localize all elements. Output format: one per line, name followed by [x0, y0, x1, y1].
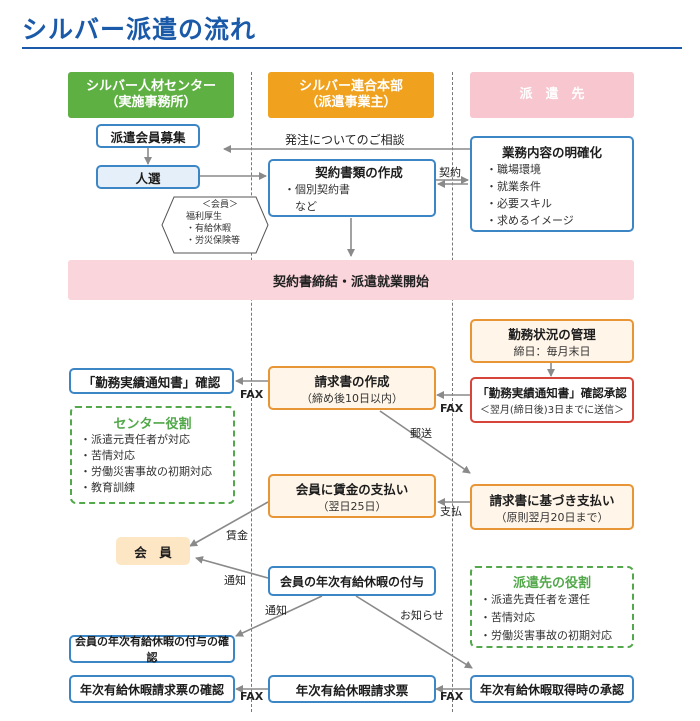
leave-approve-label: 年次有給休暇取得時の承認: [479, 682, 624, 697]
welfare-title: 福利厚生: [186, 212, 223, 222]
leave-request-confirm-box: 年次有給休暇請求票の確認: [69, 675, 235, 703]
wage-payment-box: 会員に賃金の支払い （翌日25日）: [268, 474, 436, 518]
client-role-item: ・苦情対応: [480, 611, 535, 624]
member-label: 会 員: [134, 544, 172, 560]
attendance-management-sub: 締日：毎月末日: [513, 344, 591, 358]
fax-label: FAX: [440, 402, 464, 415]
contract-label: 契約: [439, 166, 461, 179]
report-confirm-box: 「勤務実績通知書」確認: [69, 368, 234, 394]
contract-docs-item: など: [284, 199, 317, 213]
leave-grant-confirm-label: 会員の年次有給休暇の付与の確認: [75, 635, 229, 664]
welfare-item: ・労災保険等: [186, 236, 241, 246]
selection-label: 人選: [135, 170, 161, 186]
clarify-work-item: ・必要スキル: [486, 197, 552, 210]
leave-grant-confirm-box: 会員の年次有給休暇の付与の確認: [69, 635, 235, 664]
center-role-item: ・苦情対応: [80, 449, 135, 462]
attendance-management-box: 勤務状況の管理 締日：毎月末日: [470, 319, 634, 363]
wage-label: 賃金: [226, 529, 248, 542]
fax-label: FAX: [240, 690, 264, 703]
leave-approve-box: 年次有給休暇取得時の承認: [470, 675, 634, 703]
contract-docs-title: 契約書類の作成: [315, 164, 403, 180]
invoice-create-box: 請求書の作成 （締め後10日以内）: [268, 366, 436, 410]
clarify-work-box: 業務内容の明確化 ・職場環境 ・就業条件 ・必要スキル ・求めるイメージ: [470, 136, 634, 232]
selection-box: 人選: [96, 165, 200, 189]
welfare-hexagon: [161, 196, 269, 254]
invoice-payment-title: 請求書に基づき支払い: [489, 492, 615, 508]
member-box: 会 員: [116, 537, 190, 565]
center-role-box: センター役割 ・派遣元責任者が対応 ・苦情対応 ・労働災害事故の初期対応 ・教育…: [70, 406, 235, 504]
fax-label: FAX: [440, 690, 464, 703]
center-role-item: ・労働災害事故の初期対応: [80, 465, 212, 478]
invoice-payment-box: 請求書に基づき支払い （原則翌月20日まで）: [470, 484, 634, 530]
title-underline: [22, 47, 682, 49]
welfare-head: ＜会員＞: [201, 200, 238, 210]
contract-docs-box: 契約書類の作成 ・個別契約書 など: [268, 159, 436, 217]
payment-label: 支払: [440, 505, 462, 518]
center-role-title: センター役割: [113, 417, 192, 432]
member-recruitment-box: 派遣会員募集: [96, 124, 200, 148]
report-approve-box: 「勤務実績通知書」確認承認 ＜翌月(締日後)3日までに送信＞: [470, 377, 634, 423]
column-header-client: 派 遣 先: [470, 72, 634, 118]
column-header-center-line1: シルバー人材センター: [85, 79, 216, 94]
column-header-client-label: 派 遣 先: [519, 87, 585, 102]
leave-grant-label: 会員の年次有給休暇の付与: [279, 574, 424, 589]
notify-label: 通知: [265, 604, 287, 617]
report-approve-title: 「勤務実績通知書」確認承認: [477, 385, 627, 400]
report-confirm-label: 「勤務実績通知書」確認: [82, 374, 221, 390]
page-title: シルバー派遣の流れ: [22, 15, 257, 44]
client-role-item: ・派遣先責任者を選任: [480, 593, 590, 606]
column-header-center: シルバー人材センター （実施事務所）: [68, 72, 234, 118]
client-role-item: ・労働災害事故の初期対応: [480, 629, 612, 642]
contract-start-label: 契約書締結・派遣就業開始: [272, 274, 429, 290]
clarify-work-title: 業務内容の明確化: [501, 145, 602, 160]
contract-docs-item: ・個別契約書: [284, 182, 350, 196]
column-divider-right: [452, 72, 453, 712]
contract-start-band: 契約書締結・派遣就業開始: [68, 260, 634, 300]
invoice-create-title: 請求書の作成: [314, 373, 390, 389]
center-role-item: ・教育訓練: [80, 481, 135, 494]
leave-request-label: 年次有給休暇請求票: [295, 682, 409, 698]
notify-label: 通知: [224, 574, 246, 587]
notice-label: お知らせ: [400, 609, 444, 622]
clarify-work-item: ・就業条件: [486, 180, 541, 193]
center-role-item: ・派遣元責任者が対応: [80, 433, 190, 446]
column-header-headquarters: シルバー連合本部 （派遣事業主）: [268, 72, 434, 118]
client-role-box: 派遣先の役割 ・派遣先責任者を選任 ・苦情対応 ・労働災害事故の初期対応: [470, 566, 634, 648]
attendance-management-title: 勤務状況の管理: [508, 326, 596, 342]
leave-request-confirm-label: 年次有給休暇請求票の確認: [79, 682, 224, 697]
clarify-work-item: ・職場環境: [486, 163, 541, 176]
column-divider-left: [251, 72, 252, 712]
member-recruitment-label: 派遣会員募集: [110, 129, 186, 145]
wage-payment-sub: （翌日25日）: [317, 499, 387, 513]
mail-label: 郵送: [410, 427, 432, 440]
consult-label: 発注についてのご相談: [285, 133, 405, 147]
welfare-item: ・有給休暇: [186, 224, 232, 234]
column-header-hq-line1: シルバー連合本部: [298, 79, 403, 94]
report-approve-sub: ＜翌月(締日後)3日までに送信＞: [479, 404, 625, 416]
client-role-title: 派遣先の役割: [512, 576, 591, 591]
welfare-text: ＜会員＞ 福利厚生 ・有給休暇 ・労災保険等: [180, 199, 260, 247]
fax-label: FAX: [240, 388, 264, 401]
column-header-hq-line2: （派遣事業主）: [305, 95, 397, 110]
invoice-payment-sub: （原則翌月20日まで）: [495, 510, 609, 524]
wage-payment-title: 会員に賃金の支払い: [295, 481, 409, 497]
clarify-work-item: ・求めるイメージ: [486, 214, 574, 227]
leave-grant-box: 会員の年次有給休暇の付与: [268, 566, 436, 596]
leave-request-box: 年次有給休暇請求票: [268, 675, 436, 703]
column-header-center-line2: （実施事務所）: [105, 95, 197, 110]
invoice-create-sub: （締め後10日以内）: [301, 391, 403, 405]
